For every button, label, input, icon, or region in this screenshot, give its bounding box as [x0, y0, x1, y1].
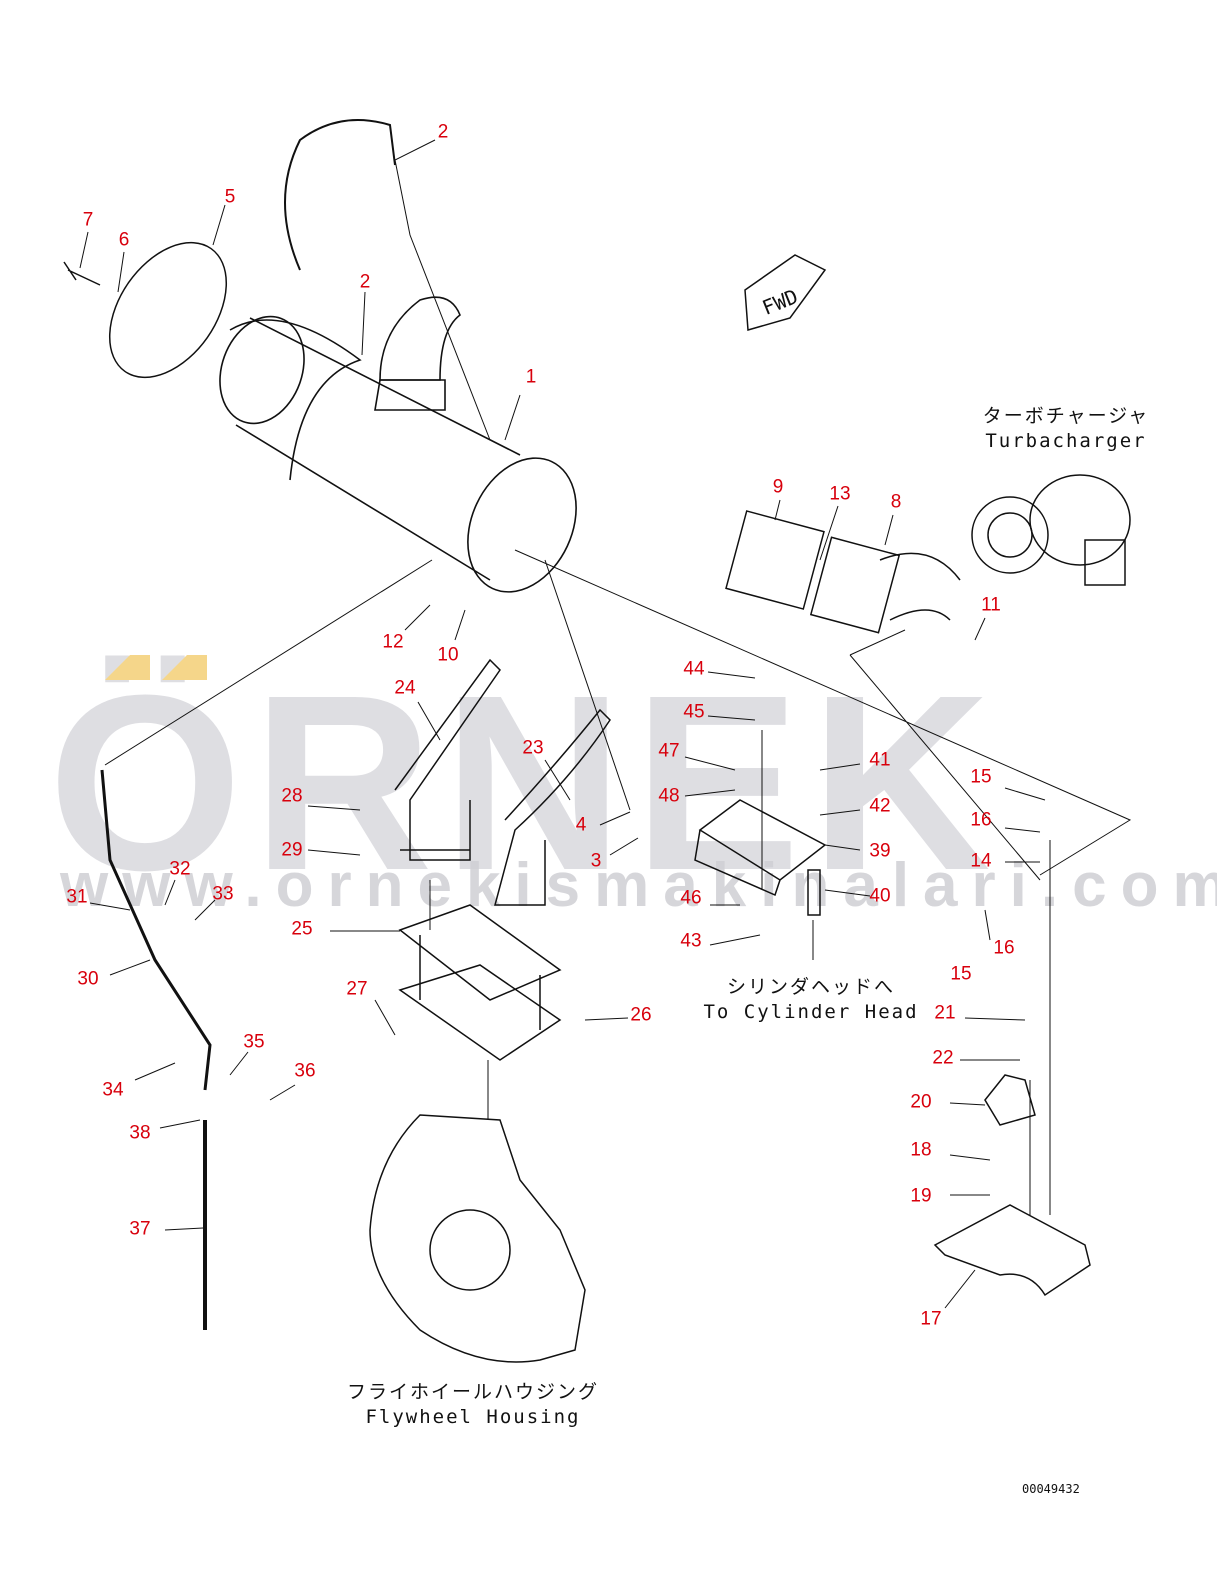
callout-4: 4	[575, 814, 587, 836]
elbow-8	[809, 536, 901, 634]
callout-30: 30	[77, 968, 99, 990]
callout-18: 18	[910, 1139, 932, 1161]
callout-22: 22	[932, 1047, 954, 1069]
callout-43: 43	[680, 930, 702, 952]
callout-38: 38	[129, 1122, 151, 1144]
bracket-24	[394, 658, 501, 861]
callout-23: 23	[522, 737, 544, 759]
callout-33: 33	[212, 883, 234, 905]
watermark-accent	[105, 655, 150, 680]
callout-15b: 15	[950, 963, 972, 985]
callout-11: 11	[981, 594, 1001, 616]
bracket-25	[398, 904, 562, 1061]
turbocharger-note-en: Turbacharger	[985, 430, 1147, 452]
callout-17: 17	[920, 1308, 942, 1330]
callout-48: 48	[658, 785, 680, 807]
turbocharger-note-jp: ターボチャージャ	[982, 405, 1150, 427]
callout-44: 44	[683, 658, 705, 680]
bracket-20	[984, 1074, 1036, 1126]
turbocharger-note: ターボチャージャ Turbacharger	[983, 404, 1149, 454]
callout-31: 31	[66, 886, 88, 908]
flywheel-housing-note-en: Flywheel Housing	[365, 1406, 581, 1428]
flywheel-housing	[369, 1114, 586, 1363]
callout-16b: 16	[993, 937, 1015, 959]
callout-9: 9	[772, 476, 784, 498]
callout-47: 47	[658, 740, 680, 762]
callout-32: 32	[169, 858, 191, 880]
callout-6: 6	[118, 229, 130, 251]
callout-1: 1	[525, 366, 537, 388]
flywheel-housing-note-jp: フライホイールハウジング	[346, 1381, 600, 1403]
callout-3: 3	[590, 850, 602, 872]
flywheel-housing-note: フライホイールハウジング Flywheel Housing	[347, 1380, 599, 1430]
fwd-arrow-outline	[744, 254, 827, 331]
callout-16: 16	[970, 809, 992, 831]
callout-46: 46	[680, 887, 702, 909]
callout-12: 12	[382, 631, 404, 653]
callout-42: 42	[869, 795, 891, 817]
drawing-code: 00049432	[1022, 1482, 1080, 1496]
callout-37: 37	[129, 1218, 151, 1240]
callout-2: 2	[437, 121, 449, 143]
callout-25: 25	[291, 918, 313, 940]
turbocharger	[971, 474, 1131, 586]
muffler	[219, 296, 577, 593]
callout-34: 34	[102, 1079, 124, 1101]
callout-20: 20	[910, 1091, 932, 1113]
callout-36: 36	[294, 1060, 316, 1082]
callout-10: 10	[437, 644, 459, 666]
cover-plate	[108, 241, 228, 379]
callout-40: 40	[869, 885, 891, 907]
cylinder-head-note: シリンダヘッドへ To Cylinder Head	[703, 975, 918, 1025]
callout-14: 14	[970, 850, 992, 872]
callout-21: 21	[934, 1002, 956, 1024]
cylinder-head-note-jp: シリンダヘッドへ	[726, 976, 895, 998]
bolt-7	[63, 261, 101, 286]
callout-15: 15	[970, 766, 992, 788]
watermark-logo: ÖRNEK	[48, 643, 1001, 922]
callout-19: 19	[910, 1185, 932, 1207]
dipstick-tube	[100, 769, 212, 1091]
callout-27: 27	[346, 978, 368, 1000]
callout-35: 35	[243, 1031, 265, 1053]
callout-2b: 2	[359, 271, 371, 293]
callout-28: 28	[281, 785, 303, 807]
callout-8: 8	[890, 491, 902, 513]
watermark-accent	[162, 655, 207, 680]
callout-24: 24	[394, 677, 416, 699]
callout-7: 7	[82, 209, 94, 231]
callout-13: 13	[829, 483, 851, 505]
plate-17	[933, 1204, 1091, 1297]
spacer-40	[807, 869, 821, 916]
callout-45: 45	[683, 701, 705, 723]
callout-39: 39	[869, 840, 891, 862]
callout-41: 41	[869, 749, 891, 771]
clamp-band	[284, 119, 396, 271]
bracket-23	[494, 708, 611, 906]
elbow-pipe	[879, 552, 961, 621]
callout-5: 5	[224, 186, 236, 208]
cylinder-head-note-en: To Cylinder Head	[703, 1001, 919, 1023]
plate-39	[694, 799, 827, 897]
gasket-9	[725, 510, 825, 610]
callout-26: 26	[630, 1004, 652, 1026]
callout-29: 29	[281, 839, 303, 861]
leader-lines	[79, 139, 1132, 1309]
